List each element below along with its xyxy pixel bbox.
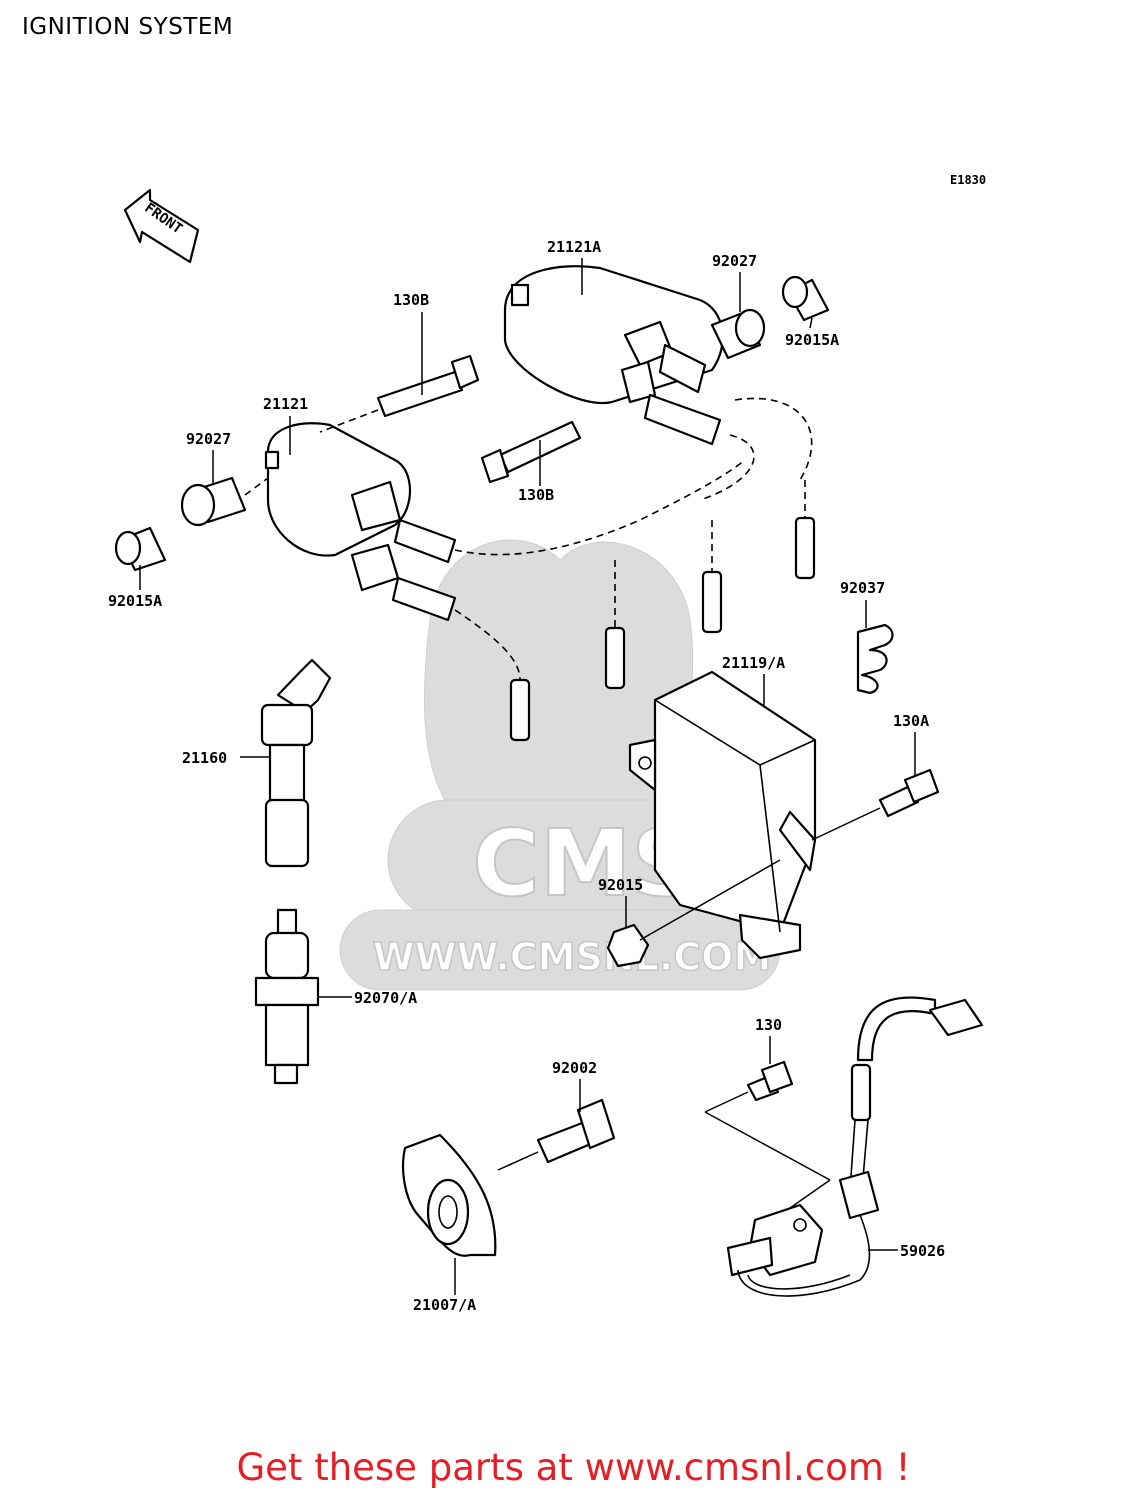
label-130b-upper: 130B [393,291,429,309]
bolt-130 [704,1060,831,1209]
clamp-92037 [856,623,894,695]
front-arrow-icon: FRONT [123,188,200,264]
label-21121a: 21121A [547,238,601,256]
watermark-url: WWW.CMSNL.COM [373,935,772,979]
label-21121: 21121 [263,395,308,413]
label-92015: 92015 [598,876,643,894]
bolt-130b-lower [480,420,582,484]
rotor-21007a [402,1133,497,1257]
page-title: IGNITION SYSTEM [22,14,234,40]
nut-92015 [606,859,781,968]
label-92070a: 92070/A [354,989,417,1007]
footer-link[interactable]: Get these parts at www.cmsnl.com ! [236,1446,911,1489]
diagram-code: E1830 [950,173,986,187]
label-21007a: 21007/A [413,1296,476,1314]
label-130: 130 [755,1016,782,1034]
ignition-coil-21121 [264,422,746,681]
pickup-coil-59026 [726,996,984,1297]
stud-92002 [497,1098,616,1171]
spark-plug-92070a [254,908,320,1085]
collar-92015a-left [114,526,167,572]
plug-cap-21160 [260,658,332,868]
bolt-130b-upper [319,354,480,433]
ignition-coil-21121a [503,265,813,501]
label-130a: 130A [893,712,929,730]
label-92027-top: 92027 [712,252,757,270]
label-92027-left: 92027 [186,430,231,448]
bushing-92027-left [180,476,247,527]
bolt-130a [811,768,940,841]
label-130b-lower: 130B [518,486,554,504]
label-92015a-top: 92015A [785,331,839,349]
igniter-21119a [628,670,817,960]
label-21119a: 21119/A [722,654,785,672]
bushing-92027-top [710,308,766,360]
collar-92015a-top [781,275,830,322]
label-92037: 92037 [840,579,885,597]
wire-terminals [509,480,816,742]
label-59026: 59026 [900,1242,945,1260]
label-92015a-left: 92015A [108,592,162,610]
label-92002: 92002 [552,1059,597,1077]
label-21160: 21160 [182,749,227,767]
